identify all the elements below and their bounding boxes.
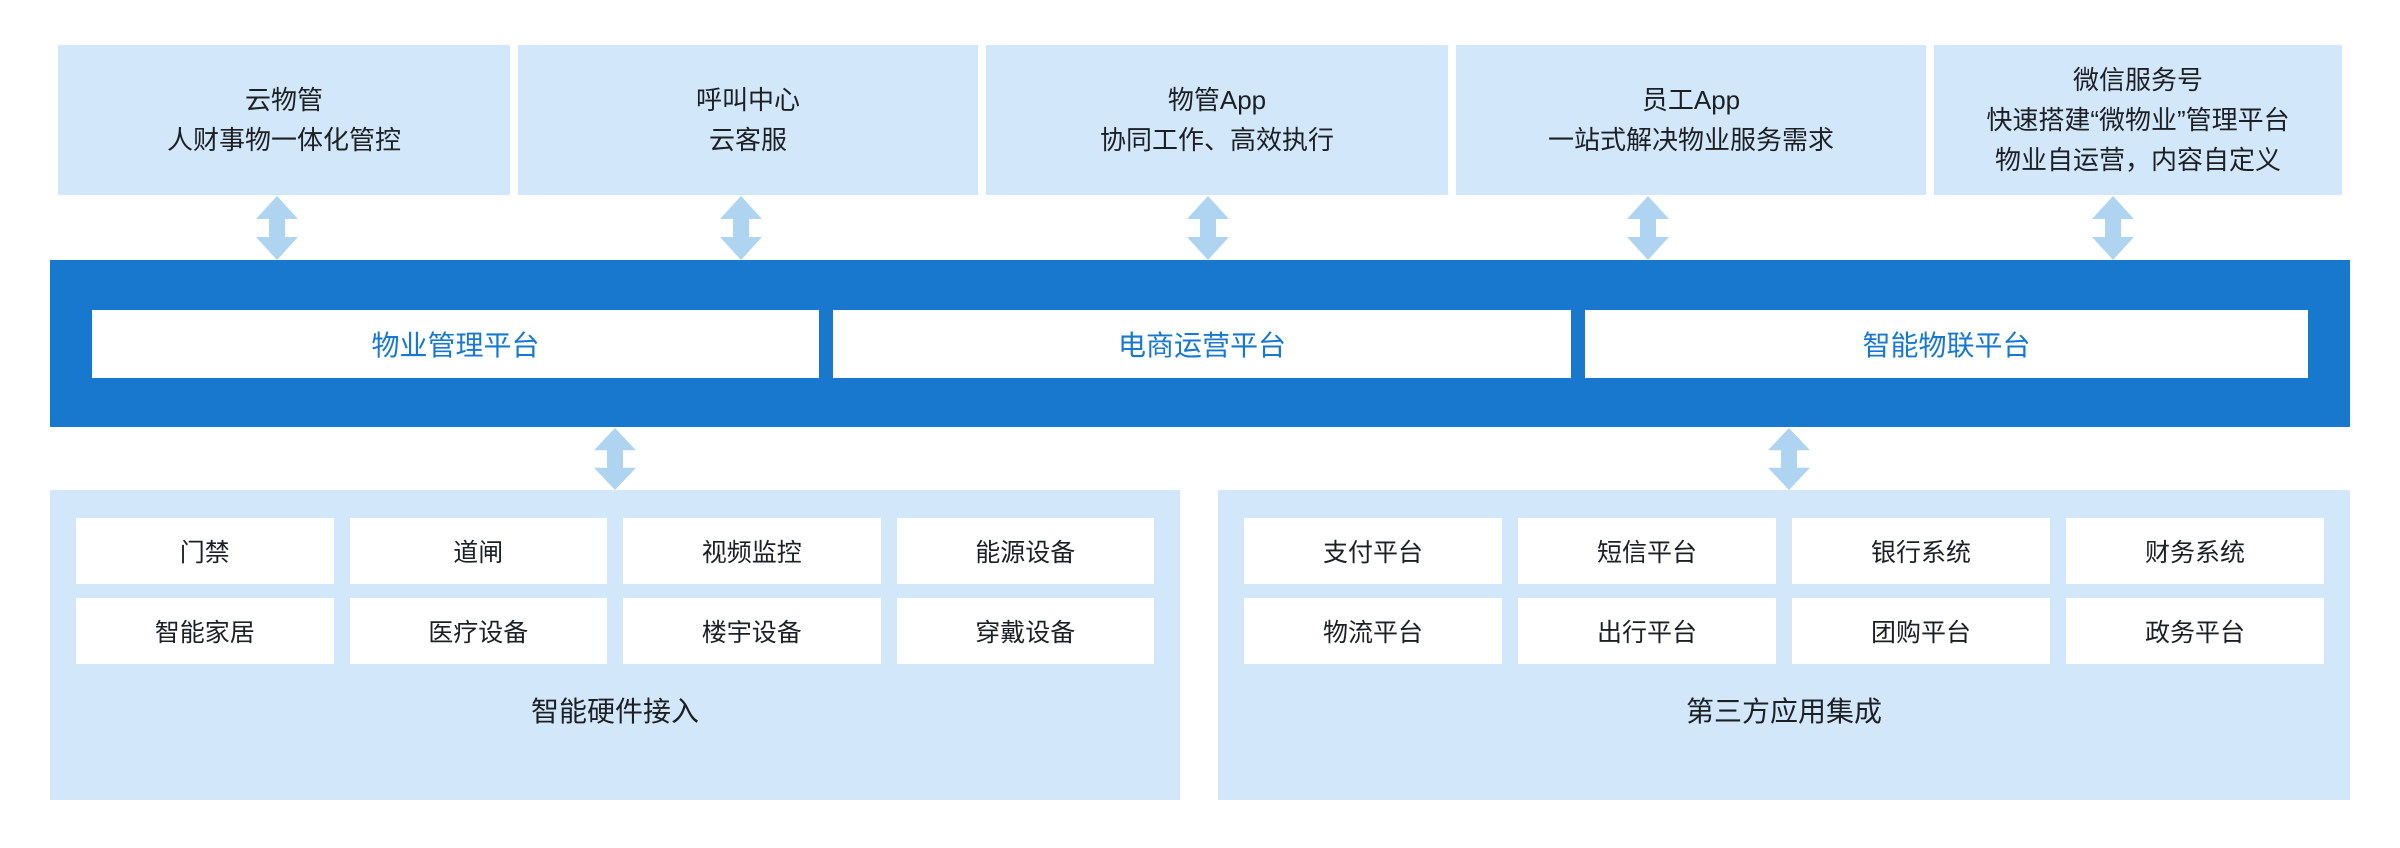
item-label: 团购平台 xyxy=(1870,619,1971,647)
panel-caption-third-party: 第三方应用集成 xyxy=(1685,696,1882,727)
item-label: 银行系统 xyxy=(1870,539,1971,567)
hardware-item-access-control[interactable]: 门禁 xyxy=(76,518,334,584)
item-label: 支付平台 xyxy=(1322,539,1423,567)
platform-box-property-management[interactable]: 物业管理平台 xyxy=(92,309,819,378)
double-arrow-vertical-icon xyxy=(1185,196,1231,260)
hardware-item-barrier-gate[interactable]: 道闸 xyxy=(349,518,607,584)
channel-card-cloud-property[interactable]: 云物管 人财事物一体化管控 xyxy=(58,45,510,195)
hardware-item-wearable-devices[interactable]: 穿戴设备 xyxy=(896,598,1154,664)
item-label: 穿戴设备 xyxy=(975,619,1076,647)
item-label: 能源设备 xyxy=(975,539,1076,567)
channel-title: 物管App xyxy=(1167,84,1267,115)
channel-card-call-center[interactable]: 呼叫中心 云客服 xyxy=(518,45,978,195)
platform-band: 物业管理平台 电商运营平台 智能物联平台 xyxy=(50,260,2350,427)
channel-subtitle-2: 物业自运营，内容自定义 xyxy=(1994,145,2281,176)
item-label: 政务平台 xyxy=(2144,619,2245,647)
thirdparty-item-government-platform[interactable]: 政务平台 xyxy=(2066,598,2324,664)
item-label: 智能家居 xyxy=(154,619,255,647)
third-party-grid: 支付平台 短信平台 银行系统 财务系统 物流平台 出行平台 团购平台 政务平台 xyxy=(1244,518,2324,664)
item-label: 医疗设备 xyxy=(428,619,529,647)
double-arrow-vertical-icon xyxy=(2090,196,2136,260)
hardware-item-video-surveillance[interactable]: 视频监控 xyxy=(623,518,881,584)
item-label: 楼宇设备 xyxy=(701,619,802,647)
platform-label: 智能物联平台 xyxy=(1862,329,2031,361)
double-arrow-vertical-icon xyxy=(718,196,764,260)
channel-subtitle: 快速搭建“微物业”管理平台 xyxy=(1986,104,2290,135)
channel-subtitle: 人财事物一体化管控 xyxy=(166,125,401,155)
item-label: 财务系统 xyxy=(2144,539,2245,567)
double-arrow-vertical-icon xyxy=(254,196,300,260)
channel-title: 员工App xyxy=(1641,84,1741,115)
panel-smart-hardware: 门禁 道闸 视频监控 能源设备 智能家居 医疗设备 楼宇设备 穿戴设备 智能硬件… xyxy=(50,490,1180,800)
channel-title: 微信服务号 xyxy=(2072,64,2203,95)
double-arrow-vertical-icon xyxy=(592,428,638,490)
channel-card-property-app[interactable]: 物管App 协同工作、高效执行 xyxy=(986,45,1448,195)
platform-label: 物业管理平台 xyxy=(371,329,540,361)
hardware-item-smart-home[interactable]: 智能家居 xyxy=(76,598,334,664)
panel-third-party-integration: 支付平台 短信平台 银行系统 财务系统 物流平台 出行平台 团购平台 政务平台 … xyxy=(1218,490,2350,800)
platform-box-smart-iot[interactable]: 智能物联平台 xyxy=(1585,309,2308,378)
thirdparty-item-logistics-platform[interactable]: 物流平台 xyxy=(1244,598,1502,664)
hardware-item-medical-equipment[interactable]: 医疗设备 xyxy=(349,598,607,664)
top-channel-row: 云物管 人财事物一体化管控 呼叫中心 云客服 物管App 协同工作、高效执行 员… xyxy=(58,45,2342,195)
platform-label: 电商运营平台 xyxy=(1117,329,1286,361)
item-label: 短信平台 xyxy=(1596,539,1697,567)
thirdparty-item-group-buying-platform[interactable]: 团购平台 xyxy=(1792,598,2050,664)
item-label: 出行平台 xyxy=(1596,619,1697,647)
item-label: 视频监控 xyxy=(701,539,802,567)
channel-subtitle: 云客服 xyxy=(708,125,787,155)
double-arrow-vertical-icon xyxy=(1766,428,1812,490)
thirdparty-item-sms-platform[interactable]: 短信平台 xyxy=(1518,518,1776,584)
hardware-item-energy-equipment[interactable]: 能源设备 xyxy=(896,518,1154,584)
item-label: 门禁 xyxy=(179,539,230,567)
hardware-item-building-equipment[interactable]: 楼宇设备 xyxy=(623,598,881,664)
channel-card-staff-app[interactable]: 员工App 一站式解决物业服务需求 xyxy=(1456,45,1926,195)
thirdparty-item-travel-platform[interactable]: 出行平台 xyxy=(1518,598,1776,664)
thirdparty-item-payment-platform[interactable]: 支付平台 xyxy=(1244,518,1502,584)
platform-box-ecommerce-operations[interactable]: 电商运营平台 xyxy=(833,309,1571,378)
channel-card-wechat-service[interactable]: 微信服务号 快速搭建“微物业”管理平台 物业自运营，内容自定义 xyxy=(1934,45,2342,195)
item-label: 道闸 xyxy=(453,539,504,567)
smart-hardware-grid: 门禁 道闸 视频监控 能源设备 智能家居 医疗设备 楼宇设备 穿戴设备 xyxy=(76,518,1154,664)
thirdparty-item-finance-system[interactable]: 财务系统 xyxy=(2066,518,2324,584)
channel-subtitle: 协同工作、高效执行 xyxy=(1099,125,1334,155)
double-arrow-vertical-icon xyxy=(1625,196,1671,260)
channel-title: 呼叫中心 xyxy=(695,84,800,115)
panel-caption-smart-hardware: 智能硬件接入 xyxy=(530,696,699,727)
thirdparty-item-bank-system[interactable]: 银行系统 xyxy=(1792,518,2050,584)
channel-title: 云物管 xyxy=(244,84,323,115)
item-label: 物流平台 xyxy=(1322,619,1423,647)
channel-subtitle: 一站式解决物业服务需求 xyxy=(1547,125,1834,155)
platform-band-inner: 物业管理平台 电商运营平台 智能物联平台 xyxy=(50,309,2350,378)
